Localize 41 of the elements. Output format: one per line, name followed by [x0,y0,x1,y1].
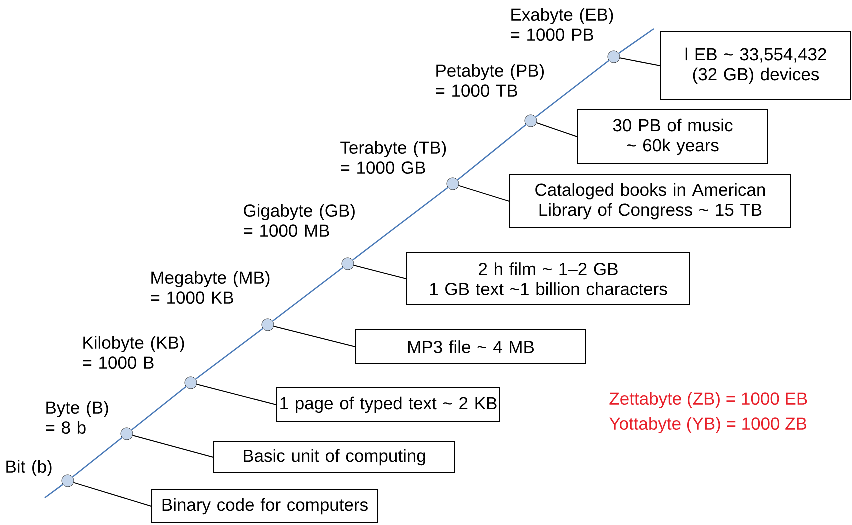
text-box: MP3 file ~ 4 MB [356,330,586,364]
unit-label: Byte (B) = 8 b [46,401,108,434]
unit-label: Petabyte (PB) = 1000 TB [436,64,544,98]
leader-line [274,326,356,348]
text-box: 30 PB of music ~ 60k years [578,110,768,164]
text-box: Basic unit of computing [214,442,456,474]
circle-marker [262,318,274,332]
text-box: Binary code for computers [152,490,378,524]
note-text: Yottabyte (YB) = 1000 ZB [610,417,807,434]
circle-marker [120,428,134,440]
circle-marker [184,376,198,390]
text-box: Cataloged books in American Library of Congress ~ 15 TB [510,174,792,228]
axis-line [536,60,610,118]
unit-label: Gigabyte (GB) = 1000 MB [244,204,355,238]
circle-marker [524,114,538,128]
leader-line [536,122,578,138]
circle-marker [446,178,460,190]
leader-line [458,185,510,202]
circle-marker [608,50,620,64]
axis-line [196,328,264,380]
unit-label: Exabyte (EB) = 1000 PB [511,8,614,42]
leader-line [132,435,214,458]
axis-line [352,187,448,261]
text-box: l EB ~ 33,554,432 (32 GB) devices [660,32,852,100]
axis-line [131,386,187,431]
unit-label: Terabyte (TB) = 1000 GB [340,141,446,174]
text-box: 2 h film ~ 1–2 GB 1 GB text ~1 billion characters [406,252,690,306]
axis-line [72,437,123,478]
circle-marker [62,474,74,488]
unit-label: Kilobyte (KB) = 1000 B [83,336,184,370]
axis-line [457,124,527,181]
axis-line [272,267,344,322]
leader-line [73,482,152,507]
leader-line [196,384,277,406]
circle-marker [342,258,354,270]
unit-label: Megabyte (MB) = 1000 KB [151,271,270,304]
text-box: 1 page of typed text ~ 2 KB [276,388,500,422]
leader-line [354,265,407,280]
note-text: Zettabyte (ZB) = 1000 EB [610,392,808,408]
leader-line [620,58,661,66]
unit-label: Bit (b) [6,460,52,476]
